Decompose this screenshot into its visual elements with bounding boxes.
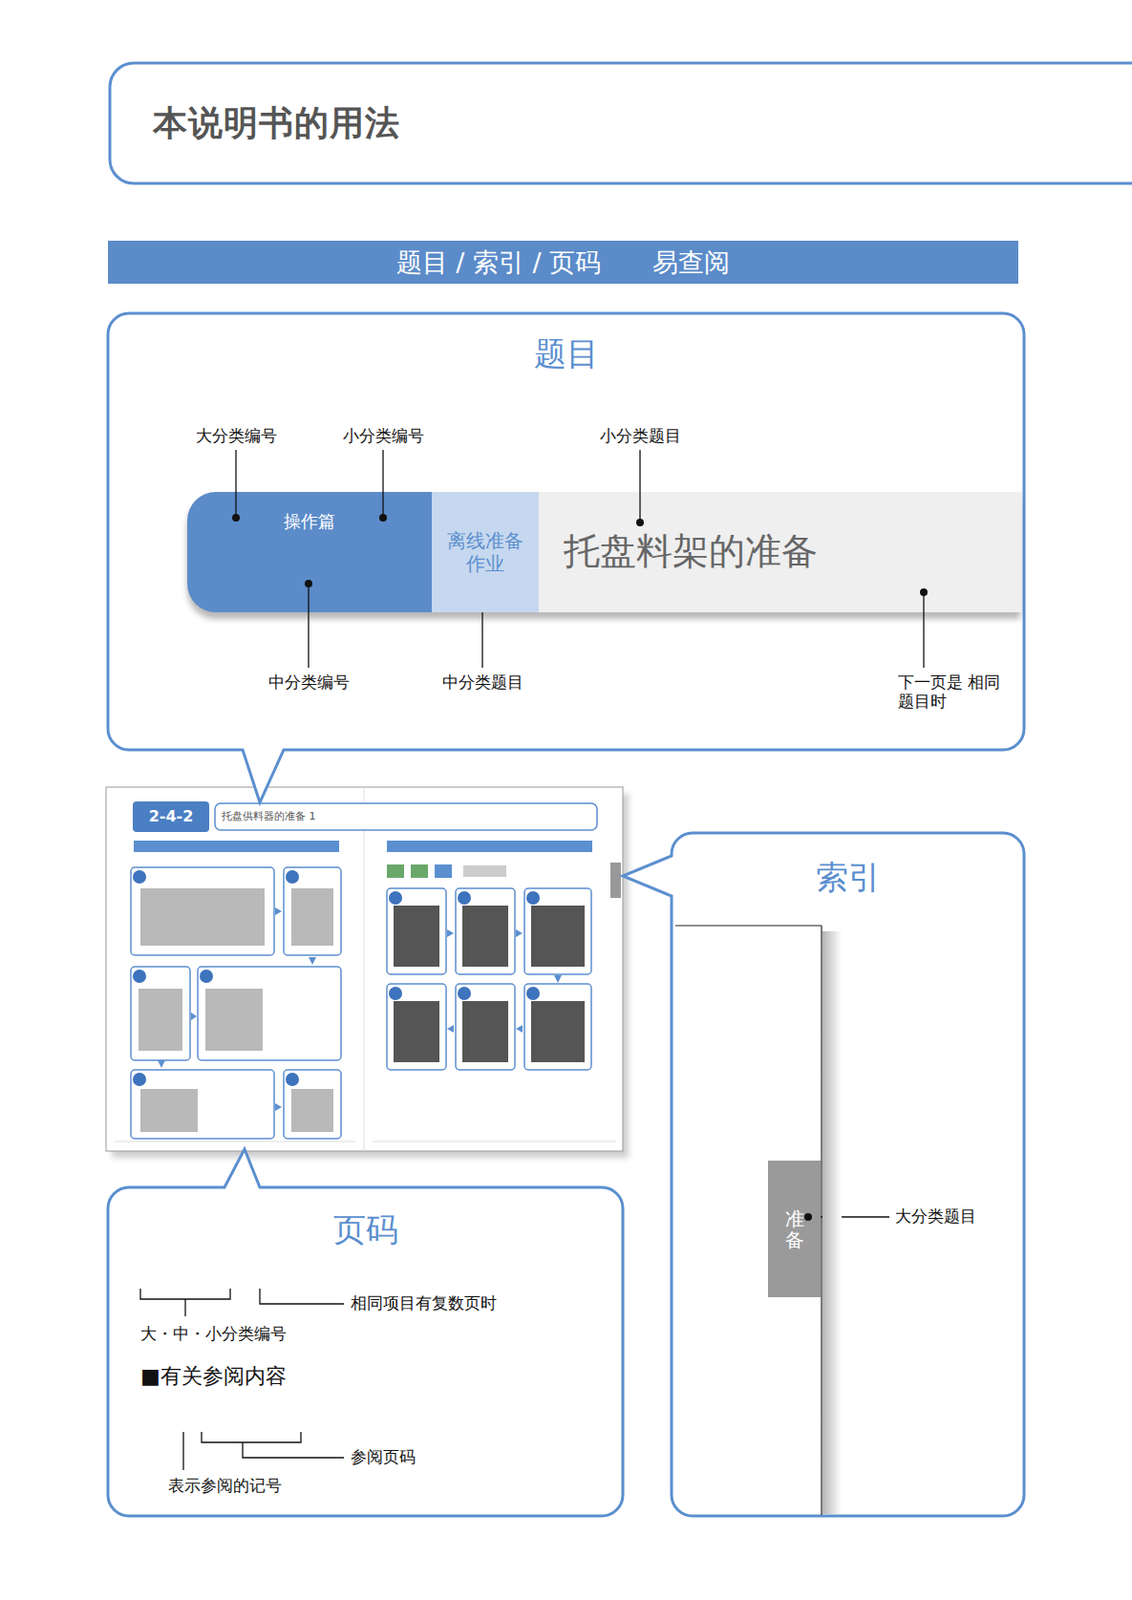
category-segment-text: 操作篇 <box>187 511 432 533</box>
callout-outline <box>107 313 1025 803</box>
annotation-label: 小分类编号 <box>320 426 446 446</box>
annotation-label: 参阅页码 <box>350 1447 485 1467</box>
heading-band: 题目 / 索引 / 页码 易查阅 <box>107 240 1019 284</box>
title-outline <box>109 63 1132 184</box>
callout-panel-text: 题目 <box>107 334 1025 374</box>
callout-panel-text: 索引 <box>671 857 1025 898</box>
callout-outline <box>107 1149 623 1517</box>
annotation-label: 中分类编号 <box>246 672 371 692</box>
page-thumbnail <box>106 787 629 1158</box>
callout-panel-text: 页码 <box>107 1210 623 1250</box>
annotation-label: 表示参阅的记号 <box>168 1475 360 1496</box>
category-segment-text: 离线准备 作业 <box>439 529 532 576</box>
annotation-label: 2-4-2 <box>133 807 209 826</box>
heading-band-text: 题目 / 索引 / 页码 易查阅 <box>396 245 731 280</box>
category-segment: 离线准备 作业 <box>431 491 539 613</box>
leader-dot <box>232 513 928 597</box>
index-tab: 准备 <box>768 1160 821 1298</box>
title-segment: 托盘料架的准备 <box>538 491 1023 613</box>
callout-panel: 页码 <box>107 1187 623 1517</box>
page-title-box: 本说明书的用法 <box>109 63 1132 184</box>
leader-line <box>235 449 924 1218</box>
title-segment-text: 托盘料架的准备 <box>563 530 818 575</box>
annotation-label: 大分类编号 <box>173 426 299 446</box>
annotation-label: 中分类题目 <box>420 672 545 692</box>
index-sample <box>675 925 842 1516</box>
annotation-label: ■有关参阅内容 <box>140 1364 370 1389</box>
annotation-label: 托盘供料器的准备 1 <box>221 810 413 823</box>
page-title: 本说明书的用法 <box>152 100 401 148</box>
heading-bar <box>187 491 1023 620</box>
category-segment: 操作篇 <box>187 491 432 613</box>
annotation-label: 下一页是 相同题目时 <box>897 672 1004 712</box>
callout-outline <box>622 832 1025 1517</box>
callout-panel: 索引准备 <box>671 832 1025 1517</box>
annotation-label: 小分类题目 <box>577 426 703 446</box>
annotation-label: 相同项目有复数页时 <box>350 1293 542 1313</box>
annotation-label: 大分类题目 <box>895 1206 1020 1226</box>
callout-panel: 题目操作篇离线准备 作业托盘料架的准备 <box>107 313 1025 750</box>
annotation-label: 大・中・小分类编号 <box>140 1324 351 1344</box>
index-tab-text: 准备 <box>785 1208 805 1251</box>
